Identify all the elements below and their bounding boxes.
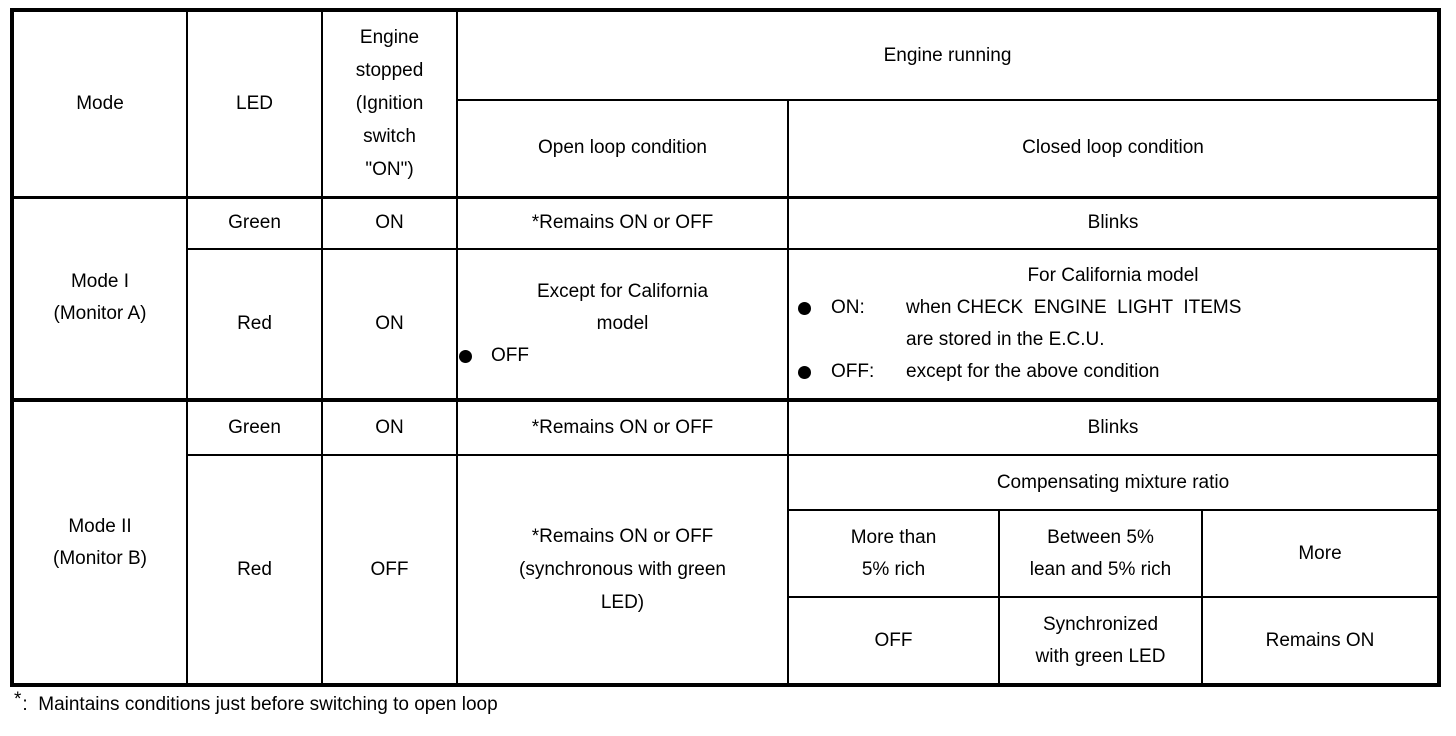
header-led-cell: LED xyxy=(186,9,323,198)
bullet-text: except for the above condition xyxy=(906,361,1160,382)
mode1-red-closed-loop-title: For California model xyxy=(1027,265,1199,286)
header-open-loop-cell: Open loop condition xyxy=(456,99,789,198)
bullet-icon xyxy=(798,366,811,379)
bullet-icon xyxy=(798,302,811,315)
mode1-red-open-loop-cell: Except for California model OFF xyxy=(456,248,789,401)
mode1-green-engine-stopped-cell: ON xyxy=(321,195,458,250)
header-engine-running-cell: Engine running xyxy=(456,9,1440,101)
mode2-green-engine-stopped-cell: ON xyxy=(321,398,458,456)
header-closed-loop-cell: Closed loop condition xyxy=(787,99,1440,198)
mixture-col-more-cell: More xyxy=(1201,509,1440,598)
mode2-green-closed-loop-cell: Blinks xyxy=(787,398,1440,456)
footnote-text: : Maintains conditions just before switc… xyxy=(22,694,498,715)
header-engine-stopped-cell: Engine stopped (Ignition switch "ON") xyxy=(321,9,458,198)
bullet-icon xyxy=(459,350,472,363)
asterisk-symbol: * xyxy=(14,689,22,710)
mode1-red-closed-loop-bullet-off: OFF: except for the above condition xyxy=(798,356,1437,388)
mode1-red-engine-stopped-cell: ON xyxy=(321,248,458,401)
mode1-label-cell: Mode I (Monitor A) xyxy=(11,195,188,401)
mode1-red-open-loop-bullet-row: OFF xyxy=(459,340,786,372)
compensating-mixture-ratio-cell: Compensating mixture ratio xyxy=(787,454,1440,511)
mixture-value-synchronized-cell: Synchronized with green LED xyxy=(998,596,1203,686)
mode1-red-led-cell: Red xyxy=(186,248,323,401)
mode2-red-open-loop-cell: *Remains ON or OFF (synchronous with gre… xyxy=(456,454,789,686)
bullet-label: OFF: xyxy=(831,361,875,382)
header-mode-cell: Mode xyxy=(11,9,188,198)
mode1-green-open-loop-cell: *Remains ON or OFF xyxy=(456,195,789,250)
mode1-red-closed-loop-cell: For California model ON: when CHECK ENGI… xyxy=(787,248,1440,401)
mode2-green-led-cell: Green xyxy=(186,398,323,456)
mode2-red-led-cell: Red xyxy=(186,454,323,686)
mode1-red-open-loop-text: Except for California model xyxy=(536,281,709,334)
diagnostic-mode-table: Mode LED Engine stopped (Ignition switch… xyxy=(10,8,1441,687)
mode1-red-closed-loop-bullet-on: ON: when CHECK ENGINE LIGHT ITEMS are st… xyxy=(798,292,1437,356)
mixture-col-between-cell: Between 5% lean and 5% rich xyxy=(998,509,1203,598)
mode1-green-led-cell: Green xyxy=(186,195,323,250)
mixture-col-rich-cell: More than 5% rich xyxy=(787,509,1000,598)
mode2-label-cell: Mode II (Monitor B) xyxy=(11,398,188,686)
mode1-green-closed-loop-cell: Blinks xyxy=(787,195,1440,250)
mode1-red-open-loop-bullet-text: OFF xyxy=(491,345,529,366)
bullet-label: ON: xyxy=(831,297,865,318)
mode2-green-open-loop-cell: *Remains ON or OFF xyxy=(456,398,789,456)
footnote: * : Maintains conditions just before swi… xyxy=(14,689,498,716)
mode2-red-engine-stopped-cell: OFF xyxy=(321,454,458,686)
bullet-text: when CHECK ENGINE LIGHT ITEMS are stored… xyxy=(906,297,1242,350)
mixture-value-remains-on-cell: Remains ON xyxy=(1201,596,1440,686)
mixture-value-off-cell: OFF xyxy=(787,596,1000,686)
